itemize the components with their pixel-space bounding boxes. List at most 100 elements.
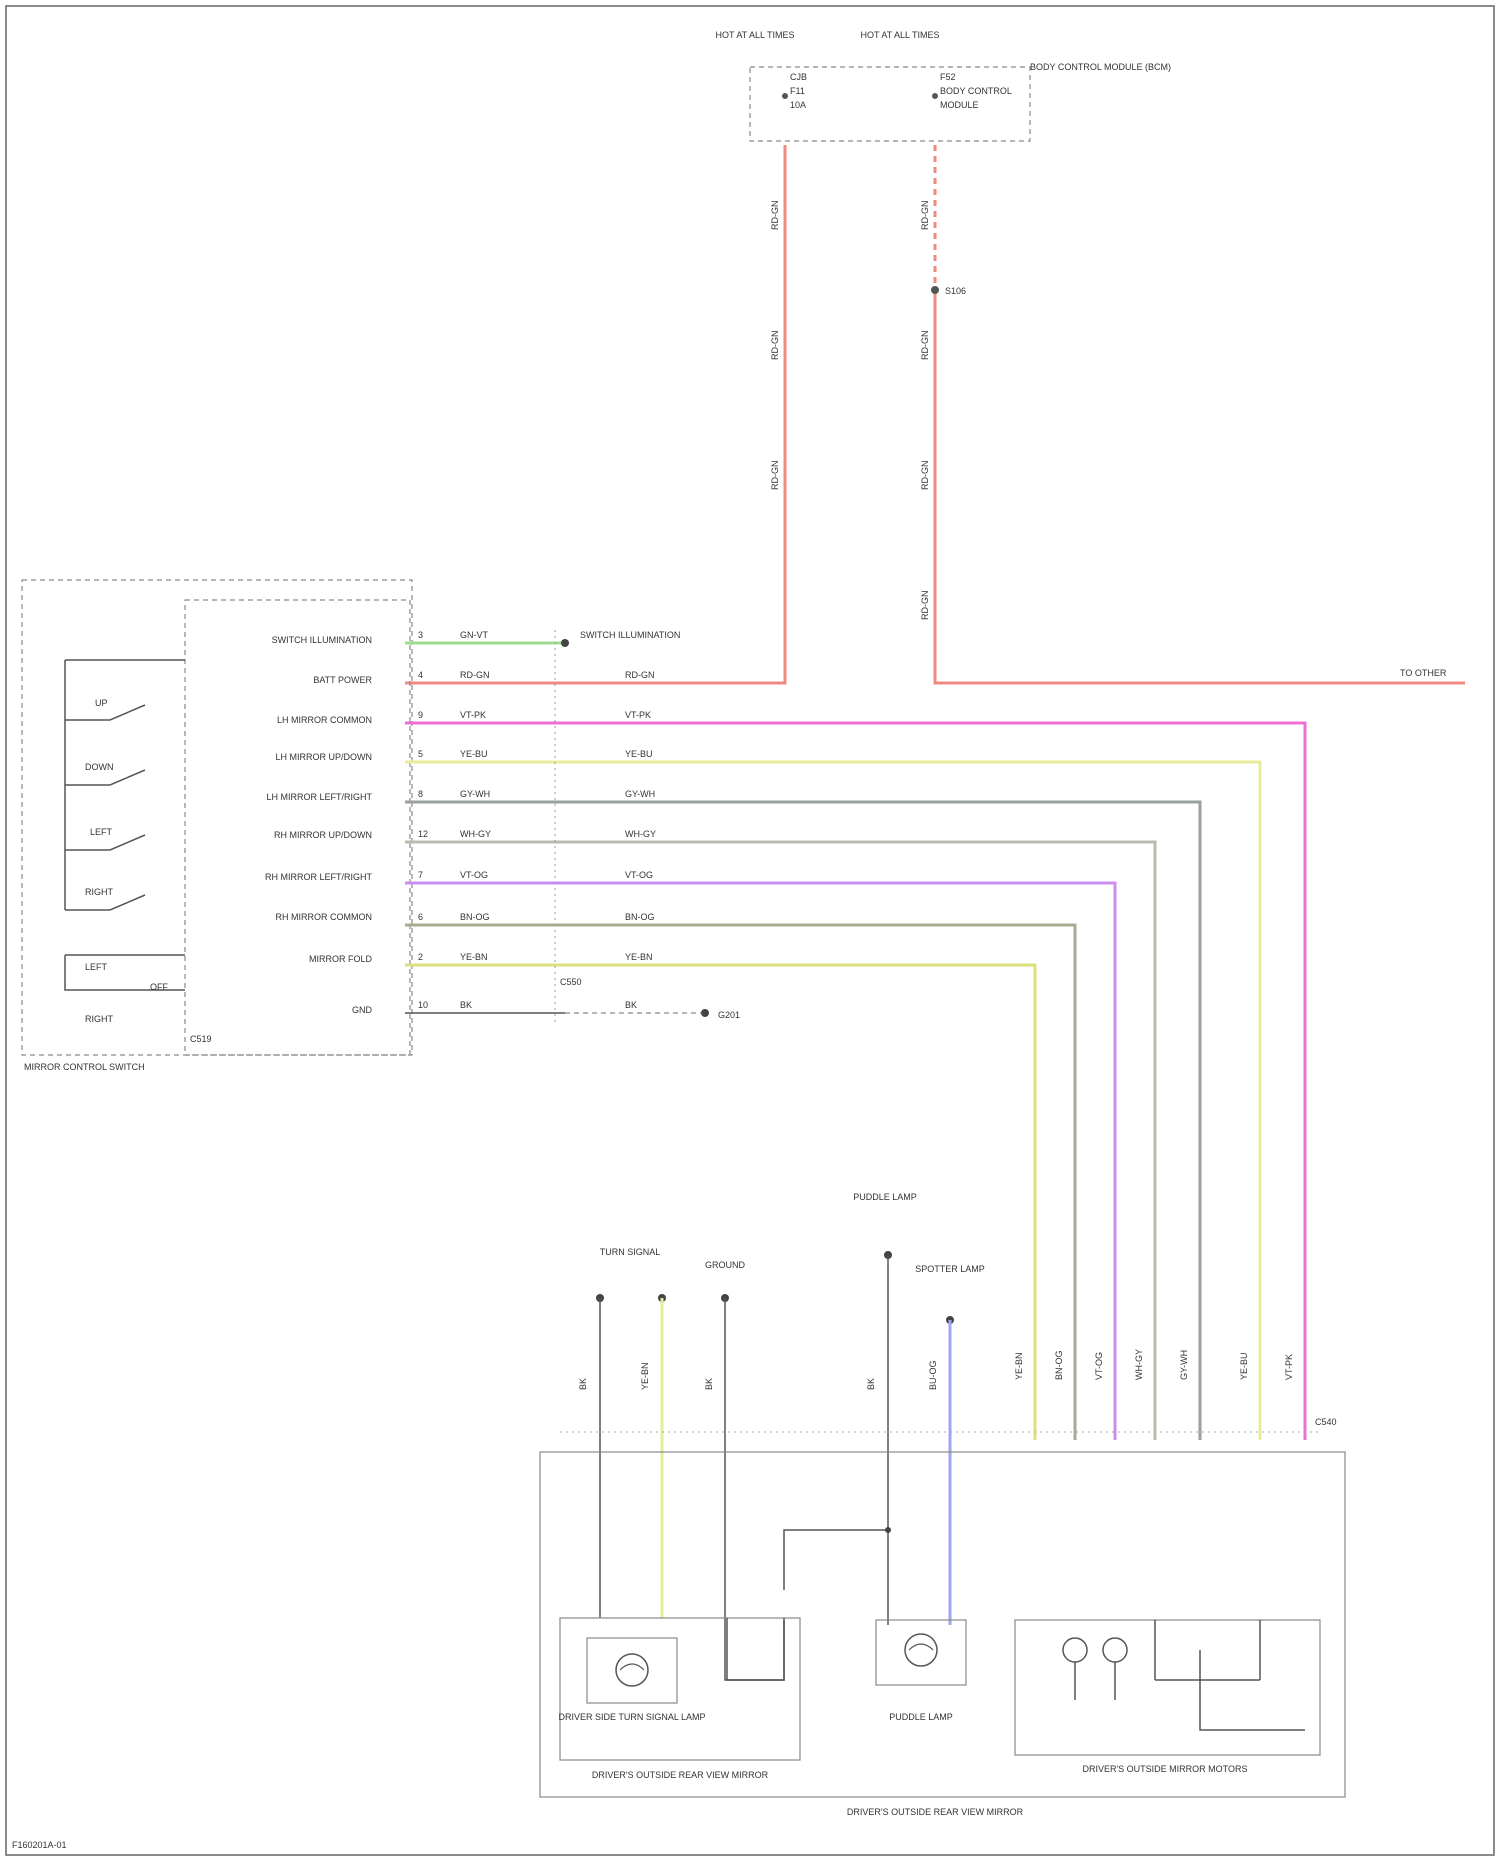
fuse-b-line-1: F52 — [940, 72, 956, 82]
switch-pos-down: DOWN — [85, 762, 114, 772]
switch-pos-up: UP — [95, 698, 108, 708]
tag-a2: RD-GN — [770, 331, 780, 361]
pin-label-lh-lr: LH MIRROR LEFT/RIGHT — [266, 792, 372, 802]
switch-pos-right: RIGHT — [85, 887, 114, 897]
select-right: RIGHT — [85, 1014, 114, 1024]
gnd-node — [701, 1009, 709, 1017]
code-r-3: YE-BU — [625, 749, 653, 759]
bsrc-code-4: BK — [866, 1378, 876, 1390]
code-l-2: RD-GN — [460, 670, 490, 680]
rv-tag-6: YE-BU — [1239, 1352, 1249, 1380]
illum-dest-label: SWITCH ILLUMINATION — [580, 630, 680, 640]
node-mirror-splice — [885, 1527, 891, 1533]
mirror-assembly-label: DRIVER'S OUTSIDE REAR VIEW MIRROR — [847, 1807, 1024, 1817]
code-r-8: YE-BN — [625, 952, 653, 962]
code-r-4: GY-WH — [625, 789, 655, 799]
pin-label-lh-common: LH MIRROR COMMON — [277, 715, 372, 725]
code-l-1: GN-VT — [460, 630, 489, 640]
pin-num-7: 7 — [418, 870, 423, 880]
fuse-a-terminal — [782, 93, 788, 99]
pin-num-2: 2 — [418, 952, 423, 962]
turn-signal-sub-label: DRIVER'S OUTSIDE REAR VIEW MIRROR — [592, 1770, 769, 1780]
switch-name: MIRROR CONTROL SWITCH — [24, 1062, 145, 1072]
fuse-b-line-3: MODULE — [940, 100, 979, 110]
switch-pos-left: LEFT — [90, 827, 113, 837]
fuse-box-label: BODY CONTROL MODULE (BCM) — [1030, 62, 1171, 72]
rv-tag-5: GY-WH — [1179, 1350, 1189, 1380]
rv-tag-7: VT-PK — [1284, 1354, 1294, 1380]
pin-num-3: 3 — [418, 630, 423, 640]
rv-tag-1: YE-BN — [1014, 1352, 1024, 1380]
splice-label: S106 — [945, 286, 966, 296]
pin-label-fold: MIRROR FOLD — [309, 954, 373, 964]
pin-label-gnd: GND — [352, 1005, 373, 1015]
code-l-8: BN-OG — [460, 912, 490, 922]
fuse-b-terminal — [932, 93, 938, 99]
mirror-connector-label: C540 — [1315, 1417, 1337, 1427]
pin-num-4: 4 — [418, 670, 423, 680]
code-l-6: WH-GY — [460, 829, 491, 839]
tag-b4: RD-GN — [920, 591, 930, 621]
tag-a1: RD-GN — [770, 201, 780, 231]
source-turn-signal: TURN SIGNAL — [600, 1247, 661, 1257]
rv-tag-4: WH-GY — [1134, 1349, 1144, 1380]
bsrc-code-1: BK — [578, 1378, 588, 1390]
fuse-a-hot-label: HOT AT ALL TIMES — [715, 30, 794, 40]
diagram-corner-code: F160201A-01 — [12, 1840, 67, 1850]
fuse-a-line-1: CJB — [790, 72, 807, 82]
fuse-a-line-2: F11 — [790, 86, 805, 96]
pin-label-rh-lr: RH MIRROR LEFT/RIGHT — [265, 872, 373, 882]
select-left: LEFT — [85, 962, 108, 972]
tag-b3: RD-GN — [920, 461, 930, 491]
code-l-7: VT-OG — [460, 870, 488, 880]
motors-label: DRIVER'S OUTSIDE MIRROR MOTORS — [1082, 1764, 1247, 1774]
source-ground: GROUND — [705, 1260, 745, 1270]
code-l-9: YE-BN — [460, 952, 488, 962]
pin-label-batt: BATT POWER — [313, 675, 372, 685]
bsrc-code-2: YE-BN — [640, 1362, 650, 1390]
pin-num-8: 8 — [418, 789, 423, 799]
pin-label-rh-ud: RH MIRROR UP/DOWN — [274, 830, 372, 840]
rv-tag-3: VT-OG — [1094, 1352, 1104, 1380]
fuse-b-line-2: BODY CONTROL — [940, 86, 1012, 96]
bsrc-code-5: BU-OG — [928, 1360, 938, 1390]
puddle-lamp-label: PUDDLE LAMP — [889, 1712, 953, 1722]
illum-node — [561, 639, 569, 647]
source-puddle: PUDDLE LAMP — [853, 1192, 917, 1202]
code-l-5: GY-WH — [460, 789, 490, 799]
code-r-2: VT-PK — [625, 710, 651, 720]
code-l-4: YE-BU — [460, 749, 488, 759]
fuse-b-hot-label: HOT AT ALL TIMES — [860, 30, 939, 40]
code-r-7: BN-OG — [625, 912, 655, 922]
tag-b2: RD-GN — [920, 331, 930, 361]
pin-num-5: 5 — [418, 749, 423, 759]
switch-connector: C519 — [190, 1034, 212, 1044]
pin-num-6: 6 — [418, 912, 423, 922]
pin-label-illum: SWITCH ILLUMINATION — [272, 635, 372, 645]
tag-b1: RD-GN — [920, 201, 930, 231]
tag-a3: RD-GN — [770, 461, 780, 491]
splice-s106 — [931, 286, 939, 294]
pin-label-lh-ud: LH MIRROR UP/DOWN — [276, 752, 373, 762]
code-r-1: RD-GN — [625, 670, 655, 680]
code-r-9: BK — [625, 1000, 637, 1010]
code-l-10: BK — [460, 1000, 472, 1010]
pin-num-9: 9 — [418, 710, 423, 720]
pin-label-rh-common: RH MIRROR COMMON — [276, 912, 373, 922]
bsrc-code-3: BK — [704, 1378, 714, 1390]
code-r-6: VT-OG — [625, 870, 653, 880]
right-destination-label: TO OTHER — [1400, 668, 1447, 678]
pin-num-10: 10 — [418, 1000, 428, 1010]
rv-tag-2: BN-OG — [1054, 1350, 1064, 1380]
source-spotter: SPOTTER LAMP — [915, 1264, 985, 1274]
diagram-border — [6, 6, 1494, 1855]
fuse-a-line-3: 10A — [790, 100, 806, 110]
inline-connector-label: C550 — [560, 977, 582, 987]
code-l-3: VT-PK — [460, 710, 486, 720]
select-off: OFF — [150, 982, 168, 992]
code-r-5: WH-GY — [625, 829, 656, 839]
pin-num-12: 12 — [418, 829, 428, 839]
turn-signal-label: DRIVER SIDE TURN SIGNAL LAMP — [558, 1712, 705, 1722]
gnd-label: G201 — [718, 1010, 740, 1020]
